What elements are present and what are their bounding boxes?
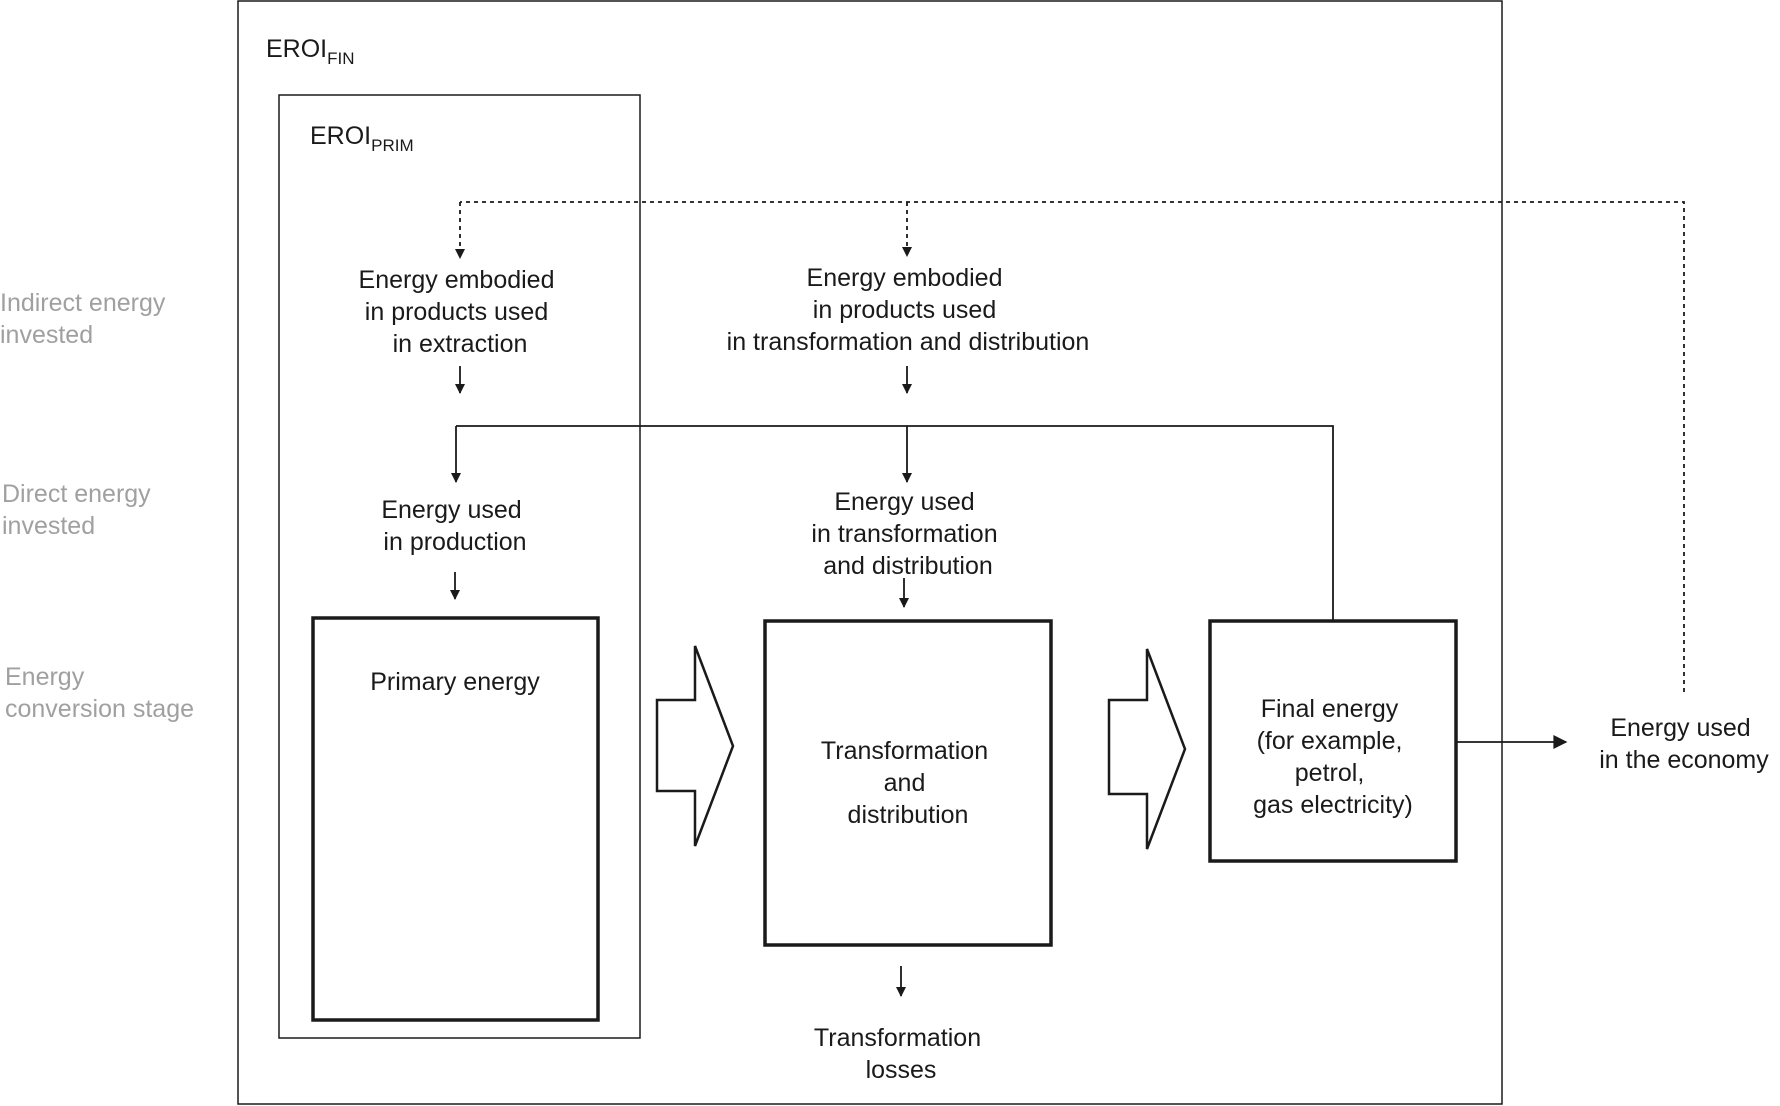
flow-arrow-primary-to-transformation bbox=[655, 645, 735, 847]
eroi-fin-boundary bbox=[237, 0, 1503, 1105]
energy-transformation-text: Energy used in transformation and distri… bbox=[811, 488, 1004, 580]
energy-production-text: Energy used in production bbox=[381, 496, 528, 556]
embodied-transformation-text: Energy embodied in products used in tran… bbox=[727, 264, 1090, 356]
transformation-losses-text: Transformation losses bbox=[814, 1024, 988, 1084]
direct-energy-label: Direct energy invested bbox=[2, 480, 158, 540]
eroi-prim-boundary bbox=[278, 94, 641, 1039]
economy-feedback-dotted-line bbox=[460, 201, 1685, 692]
indirect-energy-label: Indirect energy invested bbox=[0, 289, 172, 349]
economy-text: Energy used in the economy bbox=[1599, 714, 1769, 774]
final-energy-feedback-line bbox=[456, 425, 1334, 620]
transformation-box bbox=[763, 619, 1053, 947]
primary-energy-label: Primary energy bbox=[370, 668, 540, 696]
transformation-box-label: Transformation and distribution bbox=[821, 737, 995, 829]
embodied-extraction-text: Energy embodied in products used in extr… bbox=[359, 266, 562, 358]
primary-energy-box bbox=[311, 616, 600, 1022]
eroi-fin-label: EROIFIN bbox=[266, 35, 355, 68]
conversion-stage-label: Energy conversion stage bbox=[5, 663, 194, 723]
final-energy-label: Final energy (for example, petrol, gas e… bbox=[1253, 695, 1413, 819]
final-energy-box bbox=[1208, 619, 1458, 863]
eroi-prim-label: EROIPRIM bbox=[310, 122, 414, 155]
flow-arrow-transformation-to-final bbox=[1107, 648, 1187, 850]
